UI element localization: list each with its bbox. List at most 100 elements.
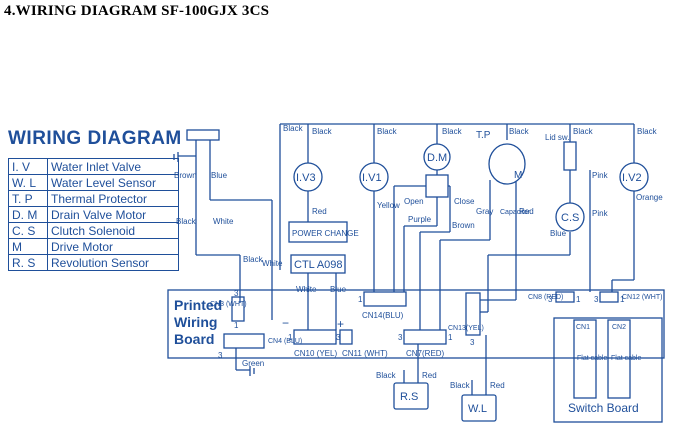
iv3-label: I.V3 xyxy=(296,172,316,184)
cn14-connector xyxy=(363,291,407,307)
wire-label-close: Close xyxy=(454,197,475,206)
pin-number: 3 xyxy=(336,333,341,342)
wire-label-red-4: Red xyxy=(490,381,505,390)
ctl-box xyxy=(290,254,346,274)
board-label-line2: Wiring xyxy=(174,314,217,330)
cn4-label: CN4 (BLU) xyxy=(268,338,302,345)
wire-label-white-3: White xyxy=(296,285,317,294)
minus-symbol: − xyxy=(282,316,289,330)
polarity-markers: − + xyxy=(282,316,344,331)
pin-number: 1 xyxy=(576,295,581,304)
pin-number: 1 xyxy=(358,295,363,304)
wire-label-yellow: Yellow xyxy=(377,201,400,210)
pin-numbers: 3 1 3 1 3 1 3 1 3 3 1 3 1 xyxy=(218,289,625,360)
cn1-label: CN1 xyxy=(576,324,590,331)
wire-label-black-7: Black xyxy=(573,127,594,136)
cn13-connector xyxy=(465,292,481,336)
wire-label-brown-2: Brown xyxy=(452,221,475,230)
wiring-diagram-heading: WIRING DIAGRAM xyxy=(8,128,182,149)
board-outline xyxy=(167,289,665,359)
legend-code: R. S xyxy=(8,254,48,271)
cn11-label: CN11 (WHT) xyxy=(342,349,388,358)
iv1-label: I.V1 xyxy=(362,172,382,184)
cn11-connector xyxy=(339,329,353,345)
wire-label-blue-3: Blue xyxy=(330,285,347,294)
wire-label-brown: Brown xyxy=(174,171,197,180)
wire-label-black-6: Black xyxy=(509,127,530,136)
flat-cable-2 xyxy=(607,319,631,399)
wl-box xyxy=(461,394,497,422)
legend-desc: Drain Valve Motor xyxy=(47,206,179,223)
wire-label-green: Green xyxy=(242,359,264,368)
component-symbols xyxy=(293,141,649,232)
switch-board-label: Switch Board xyxy=(568,401,639,415)
flat-cable-1 xyxy=(573,319,597,399)
wire-label-white-1: White xyxy=(213,217,234,226)
wire-label-black-10: Black xyxy=(376,371,397,380)
switch-board-box xyxy=(553,317,663,423)
dm-label: D.M xyxy=(427,152,447,164)
dm-switch-box xyxy=(425,174,449,198)
wire-label-red-3: Red xyxy=(422,371,437,380)
document-title: 4.WIRING DIAGRAM SF-100GJX 3CS xyxy=(4,3,270,19)
iv2-coil xyxy=(619,162,649,192)
board-label-line3: Board xyxy=(174,331,214,347)
drive-motor xyxy=(488,143,526,185)
pin-number: 3 xyxy=(594,295,599,304)
legend-desc: Water Inlet Valve xyxy=(47,158,179,175)
flat-cable-label-2: Flat cable xyxy=(611,355,641,362)
cn3-label: CN3 (WHT) xyxy=(210,301,247,308)
wire-label-pink-2: Pink xyxy=(592,209,609,218)
wire-label-purple: Purple xyxy=(408,215,432,224)
lid-switch xyxy=(563,141,577,171)
pin-number: 1 xyxy=(288,333,293,342)
pin-number: 1 xyxy=(620,295,625,304)
ctl-label: CTL A098 xyxy=(294,259,343,271)
pin-number: 1 xyxy=(448,333,453,342)
wire-label-black-5: Black xyxy=(442,127,463,136)
iv1-coil xyxy=(359,162,389,192)
cn13-label: CN13(YEL) xyxy=(448,325,484,332)
wire-label-black-8: Black xyxy=(637,127,658,136)
wire-label-open: Open xyxy=(404,197,424,206)
wire-label-blue: Blue xyxy=(211,171,228,180)
cn2-label: CN2 xyxy=(612,324,626,331)
wire-label-black-4: Black xyxy=(377,127,398,136)
m-label: M xyxy=(514,170,522,181)
cn12-label: CN12 (WHT) xyxy=(622,294,662,301)
cn8-connector xyxy=(555,291,575,303)
board-label-line1: Printed xyxy=(174,297,222,313)
cn7-label: CN7(RED) xyxy=(406,349,445,358)
cn7-connector xyxy=(403,329,447,345)
plus-symbol: + xyxy=(337,317,344,331)
wire-label-blue-2: Blue xyxy=(550,229,567,238)
wire-label-pink: Pink xyxy=(592,171,609,180)
legend-desc: Revolution Sensor xyxy=(47,254,179,271)
iv2-label: I.V2 xyxy=(622,172,642,184)
connector-labels: CN3 (WHT) CN4 (BLU) CN10 (YEL) CN11 (WHT… xyxy=(210,294,662,362)
pin-number: 3 xyxy=(548,295,553,304)
rs-label: R.S xyxy=(400,391,418,403)
cn10-label: CN10 (YEL) xyxy=(294,349,337,358)
wire-label-red-2: Red xyxy=(519,207,534,216)
wire-label-red-1: Red xyxy=(312,207,327,216)
tp-label: T.P xyxy=(476,130,491,141)
cn10-connector xyxy=(293,329,337,345)
wire-label-black-1: Black xyxy=(176,217,197,226)
wire-label-black-11: Black xyxy=(450,381,471,390)
cs-label: C.S xyxy=(561,212,579,224)
pin-number: 1 xyxy=(234,321,239,330)
legend-desc: Thermal Protector xyxy=(47,190,179,207)
power-change-label: POWER CHANGE xyxy=(292,229,359,238)
cn12-connector xyxy=(599,291,619,303)
wire-label-black-9: Black xyxy=(243,255,264,264)
cs-solenoid xyxy=(555,202,585,232)
wire-label-gray: Gray xyxy=(476,207,493,216)
cn4-connector xyxy=(223,333,265,349)
